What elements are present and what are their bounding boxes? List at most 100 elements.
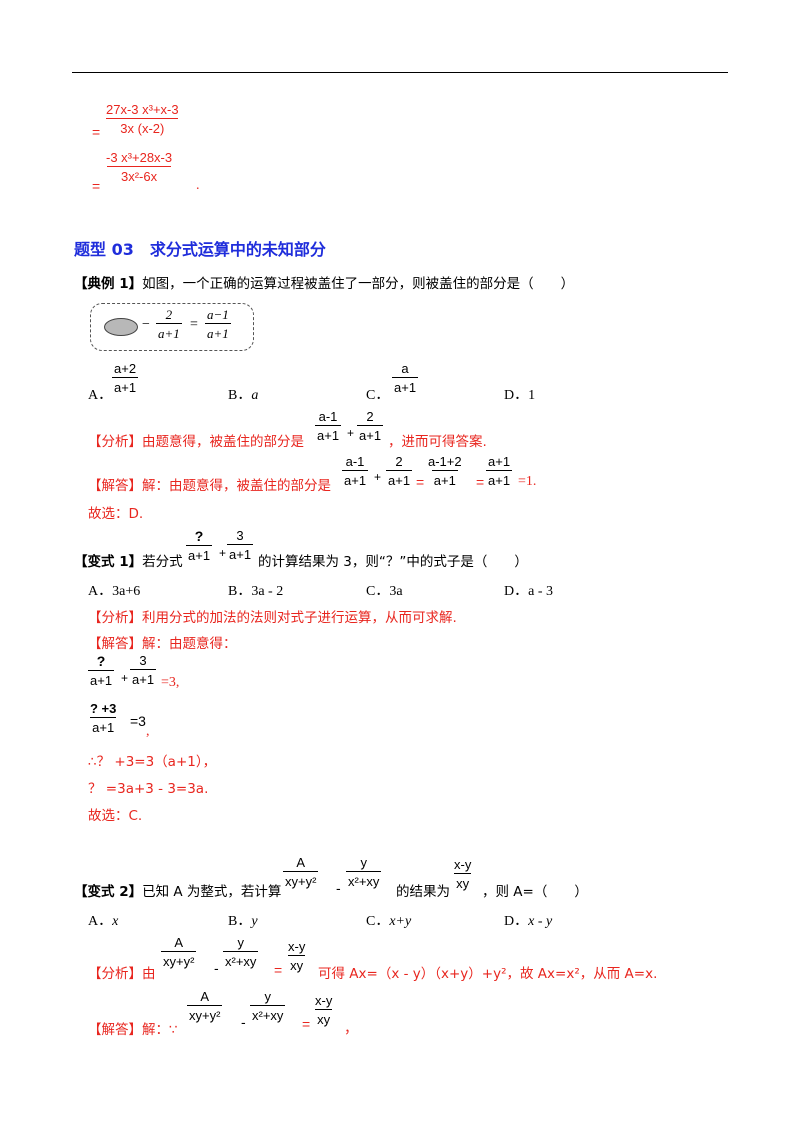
option-a-letter: A． (88, 388, 113, 403)
example1-solution-prefix: 【解答】解：由题意得，被盖住的部分是 (88, 478, 331, 494)
solution-frac-2: 2 a+1 (386, 454, 413, 487)
variant1-question-pre: 【变式 1】若分式 (74, 550, 183, 570)
option-c-num: a (401, 361, 409, 376)
variant1-q-frac-1-num: ? (194, 528, 204, 544)
solution-plus: + (374, 470, 382, 484)
option-c-den: a+1 (392, 377, 419, 394)
analysis-frac-1-den: a+1 (315, 425, 342, 442)
variant2-option-d-text: x - y (528, 914, 553, 929)
example1-analysis-prefix: 【分析】由题意得，被盖住的部分是 (88, 434, 304, 450)
variant2-question-pre: 【变式 2】已知 A 为整式，若计算 (74, 880, 281, 900)
top-frac-1-num: 27x-3 x³+x-3 (106, 102, 179, 117)
variant1-tag: 【变式 1】 (74, 554, 143, 570)
variant2-s-result-num: x-y (315, 993, 333, 1008)
option-b-letter: B． (228, 388, 252, 403)
solution-frac-3-num: a-1+2 (428, 454, 462, 469)
variant1-s1-frac-2-den: a+1 (130, 669, 157, 686)
section-title: 题型 03 求分式运算中的未知部分 (74, 240, 326, 259)
solution-frac-4-den: a+1 (486, 470, 513, 487)
option-c-frac: a a+1 (392, 361, 419, 394)
variant1-s4: ？ =3a+3 - 3=3a. (88, 781, 209, 797)
variant2-s-frac-1-num: A (200, 989, 210, 1004)
variant2-option-b-text: y (251, 914, 258, 929)
variant1-s1-frac-1-den: a+1 (88, 670, 115, 687)
variant1-question-post: 的计算结果为 3，则“？”中的式子是（ ） (258, 554, 528, 570)
example1-choice: 故选：D. (88, 506, 144, 522)
variant2-option-a-letter: A． (88, 914, 113, 929)
option-a-frac: a+2 a+1 (112, 361, 139, 394)
variant1-s2-comma: , (146, 724, 150, 739)
variant1-q-frac-2-num: 3 (236, 528, 244, 543)
solution-eq-2: = (476, 474, 485, 490)
variant1-s1-plus: + (121, 671, 129, 685)
eq-sign: = (92, 178, 101, 194)
variant1-s1-frac-2: 3 a+1 (130, 653, 157, 686)
top-frac-2-num: -3 x³+28x-3 (106, 150, 173, 165)
variant2-a-frac-1-den: xy+y² (161, 951, 197, 968)
variant2-a-frac-1-num: A (174, 935, 184, 950)
variant1-option-c-text: 3a (389, 584, 403, 599)
variant2-q-frac-2-num: y (360, 855, 367, 870)
variant1-s1-frac-2-num: 3 (139, 653, 147, 668)
variant2-s-result: x-y xy (313, 994, 334, 1026)
variant2-a-frac-1: A xy+y² (161, 935, 197, 968)
variant2-s-frac-2-num: y (264, 989, 271, 1004)
variant2-option-c: C．x+y (366, 910, 411, 930)
variant2-option-a-text: x (112, 914, 119, 929)
solution-frac-4-num: a+1 (488, 454, 511, 469)
variant2-tag: 【变式 2】 (74, 884, 143, 900)
solution-frac-1-den: a+1 (342, 470, 369, 487)
variant1-q-frac-2-den: a+1 (227, 544, 254, 561)
variant1-option-b-text: 3a - 2 (251, 584, 284, 599)
variant1-s2-den: a+1 (90, 717, 117, 734)
analysis-frac-2-num: 2 (366, 409, 374, 424)
analysis-frac-1-num: a-1 (318, 409, 338, 424)
box-result-frac: a−1 a+1 (205, 308, 231, 340)
covered-expression-box (90, 303, 254, 351)
variant1-s1-frac-1: ? a+1 (88, 654, 115, 687)
example1-analysis-suffix: ，进而可得答案. (388, 434, 487, 450)
solution-frac-2-num: 2 (395, 454, 403, 469)
variant2-option-c-letter: C． (366, 914, 390, 929)
variant1-option-b: B．3a - 2 (228, 580, 283, 600)
header-rule (72, 72, 728, 73)
variant2-a-result-num: x-y (288, 939, 306, 954)
variant2-option-b: B．y (228, 910, 258, 930)
option-b-text: a (251, 388, 259, 403)
variant2-s-frac-2: y x²+xy (250, 989, 286, 1022)
variant1-s2-eq: =3 (130, 713, 146, 729)
variant1-choice: 故选：C. (88, 808, 143, 824)
option-d-text: 1 (528, 388, 536, 403)
variant1-option-d-text: a - 3 (528, 584, 554, 599)
variant2-q-frac-1-den: xy+y² (283, 871, 319, 888)
analysis-frac-2: 2 a+1 (357, 409, 384, 442)
box-result-num: a−1 (207, 307, 229, 322)
solution-frac-2-den: a+1 (386, 470, 413, 487)
cover-ellipse-icon (104, 318, 138, 336)
variant2-s-comma: ， (344, 1022, 358, 1037)
variant2-a-frac-2-den: x²+xy (223, 951, 259, 968)
top-frac-1: 27x-3 x³+x-3 3x (x-2) (104, 103, 181, 135)
variant1-solution-head: 【解答】解：由题意得： (88, 636, 237, 652)
variant2-option-c-text: x+y (389, 914, 412, 929)
variant2-option-b-letter: B． (228, 914, 252, 929)
top-frac-2-den: 3x²-6x (107, 166, 172, 183)
variant2-s-eq: = (302, 1016, 311, 1032)
period: . (196, 178, 200, 193)
option-a-num: a+2 (114, 361, 137, 376)
variant1-s2-frac: ? +3 a+1 (88, 702, 118, 734)
variant1-q-plus: + (219, 546, 227, 560)
variant2-q-frac-1: A xy+y² (283, 856, 319, 888)
variant2-question-mid: 的结果为 (396, 884, 450, 900)
variant2-a-frac-2-num: y (237, 935, 244, 950)
variant1-s2-num: ? +3 (90, 701, 117, 716)
variant1-option-c: C．3a (366, 580, 403, 600)
box-frac-den: a+1 (156, 323, 182, 340)
top-frac-1-den: 3x (x-2) (106, 118, 179, 135)
variant1-option-a-text: 3a+6 (112, 584, 141, 599)
example1-question: 【典例 1】如图，一个正确的运算过程被盖住了一部分，则被盖住的部分是（ ） (74, 272, 574, 292)
variant1-option-a: A．3a+6 (88, 580, 140, 600)
option-a-den: a+1 (112, 377, 139, 394)
top-frac-2: -3 x³+28x-3 3x²-6x (104, 151, 174, 183)
solution-eq-1: = (416, 474, 425, 490)
